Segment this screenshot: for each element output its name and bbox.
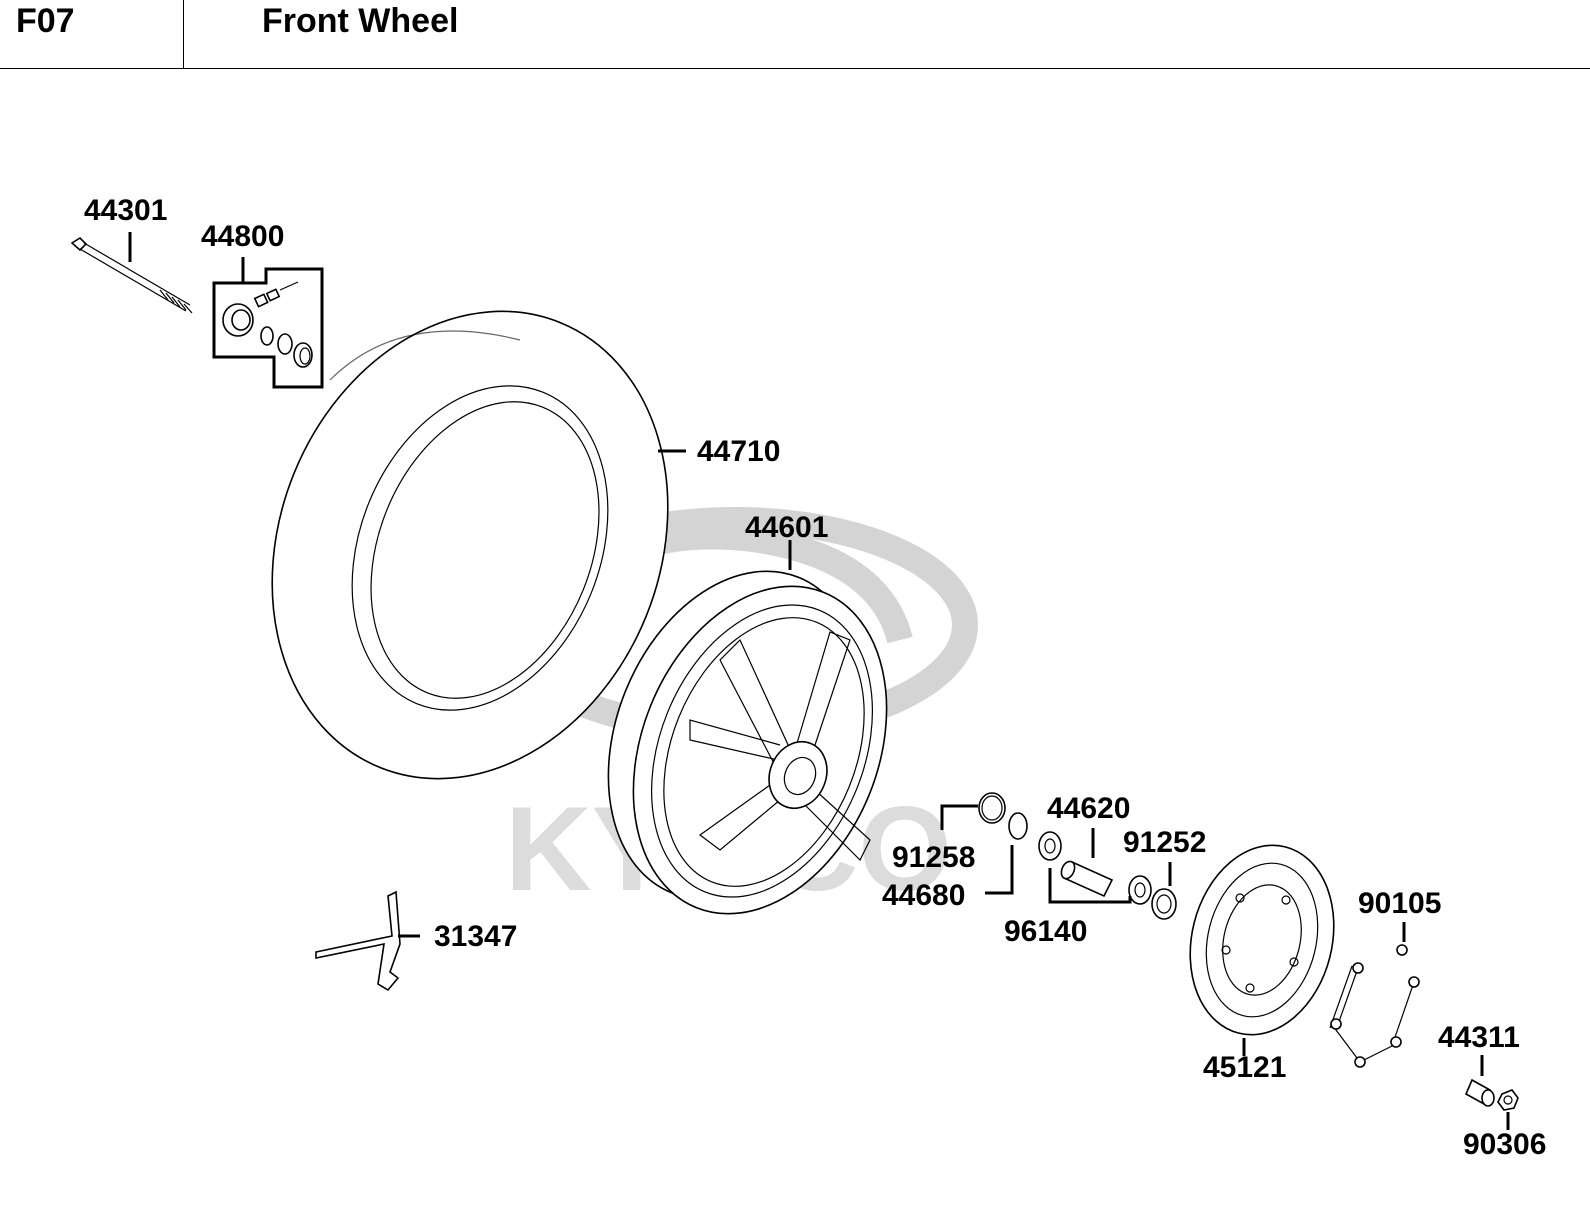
page-title: Front Wheel [262, 2, 459, 40]
part-label-96140: 96140 [1004, 915, 1087, 948]
nut-90306 [1497, 1089, 1519, 1130]
collar-44311 [1464, 1055, 1495, 1107]
part-label-90306: 90306 [1463, 1128, 1546, 1161]
wheel-rim-44601 [607, 540, 888, 915]
tire-44710 [271, 310, 686, 780]
distance-collar-44620 [1060, 828, 1114, 898]
part-label-44710: 44710 [697, 435, 780, 468]
section-code: F07 [16, 2, 75, 40]
brake-disc-45121 [1189, 844, 1335, 1056]
part-label-44301: 44301 [84, 194, 167, 227]
part-label-44680: 44680 [882, 879, 965, 912]
bolts-90105 [1329, 922, 1420, 1068]
part-label-44800: 44800 [201, 220, 284, 253]
part-label-44620: 44620 [1047, 792, 1130, 825]
part-label-91252: 91252 [1123, 826, 1206, 859]
speedometer-gear-44800 [212, 257, 324, 389]
part-label-44601: 44601 [745, 511, 828, 544]
page-header: F07 Front Wheel [0, 0, 1590, 69]
pin-31347 [315, 890, 420, 992]
part-label-31347: 31347 [434, 920, 517, 953]
part-label-90105: 90105 [1358, 887, 1441, 920]
axle-bolt-44301 [70, 232, 193, 314]
seal-91252 [1151, 862, 1177, 920]
part-label-44311: 44311 [1438, 1021, 1520, 1054]
seal-91258 [940, 792, 1006, 830]
header-divider [183, 0, 184, 69]
bearing-96140 [1038, 831, 1152, 905]
collar-44680 [985, 812, 1028, 895]
part-label-91258: 91258 [892, 841, 975, 874]
part-label-45121: 45121 [1203, 1051, 1286, 1084]
